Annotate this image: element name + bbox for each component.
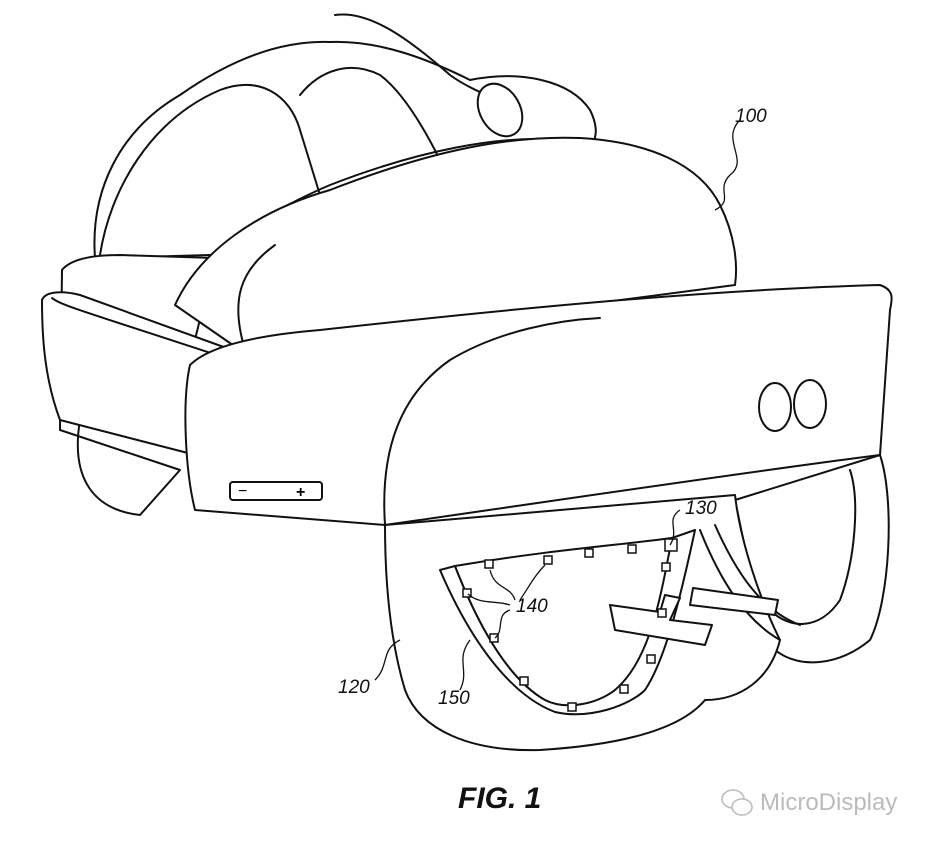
camera-left-icon	[758, 382, 792, 432]
label-120: 120	[338, 677, 370, 698]
figure-caption: FIG. 1	[458, 782, 542, 815]
wechat-icon	[721, 789, 753, 816]
volume-buttons: − +	[229, 481, 323, 501]
main-dome	[174, 136, 738, 351]
svg-text:+: +	[296, 484, 305, 501]
watermark: MicroDisplay	[720, 788, 897, 818]
label-100: 100	[735, 106, 767, 127]
label-130: 130	[685, 498, 717, 519]
top-strap	[93, 40, 597, 301]
label-140: 140	[516, 596, 548, 617]
svg-text:−: −	[238, 483, 247, 500]
watermark-text: MicroDisplay	[760, 789, 898, 816]
front-visor	[184, 284, 893, 526]
camera-right-icon	[793, 379, 827, 429]
sensors	[462, 538, 678, 712]
label-150: 150	[438, 688, 470, 709]
